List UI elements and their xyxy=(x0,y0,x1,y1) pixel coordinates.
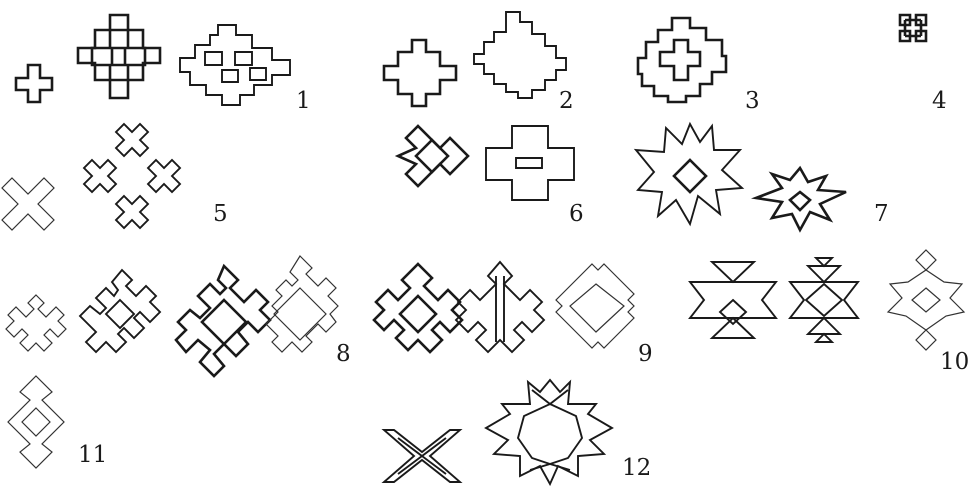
motif-8-small-hooked-cross xyxy=(6,295,66,351)
motif-8-medium-hooked-cross xyxy=(80,270,160,352)
motif-1-large-stepped-cross xyxy=(180,25,290,105)
label-5: 5 xyxy=(213,201,228,227)
motif-11-vertical-lozenge xyxy=(8,376,64,468)
label-4: 4 xyxy=(932,88,947,114)
motif-8-outlined-hooked-diamond xyxy=(266,256,338,352)
motif-7-large-star xyxy=(636,124,742,224)
label-12: 12 xyxy=(622,455,651,481)
label-1: 1 xyxy=(296,88,311,114)
motif-12-eight-point-star xyxy=(486,380,612,484)
label-9: 9 xyxy=(638,341,653,367)
motif-6-diamond-cross xyxy=(398,126,468,186)
motif-2-small-stepped-diamond xyxy=(384,40,456,106)
motif-12-crossed-bands xyxy=(384,430,460,482)
motif-1-small-cross xyxy=(16,65,52,102)
label-11: 11 xyxy=(78,442,107,468)
motif-1-medium-stepped-cross xyxy=(78,15,160,98)
motif-10-stepped-triangle-diamond xyxy=(790,258,858,342)
motif-10-outlined-star-diamond xyxy=(888,250,964,350)
motif-7-small-star xyxy=(756,168,846,230)
label-8: 8 xyxy=(336,341,351,367)
label-7: 7 xyxy=(874,201,889,227)
motif-8-large-hooked-cross xyxy=(176,266,270,376)
label-3: 3 xyxy=(745,88,760,114)
label-10: 10 xyxy=(940,349,969,375)
motif-4-four-square-grid xyxy=(900,15,926,41)
label-2: 2 xyxy=(559,88,574,114)
label-6: 6 xyxy=(569,201,584,227)
motif-5-quad-x-cluster xyxy=(84,124,180,228)
motif-9-hooked-cross xyxy=(374,264,462,352)
motif-9-split-hooked-cross xyxy=(456,262,544,352)
motif-9-comb-diamond xyxy=(556,264,634,348)
motif-10-hourglass-triangles xyxy=(690,262,776,338)
motif-5-single-x-cross xyxy=(2,178,54,230)
motif-3-nested-stepped-cross xyxy=(638,18,726,102)
motif-6-block-cross xyxy=(486,126,574,200)
motif-2-large-stepped-diamond xyxy=(474,12,566,98)
